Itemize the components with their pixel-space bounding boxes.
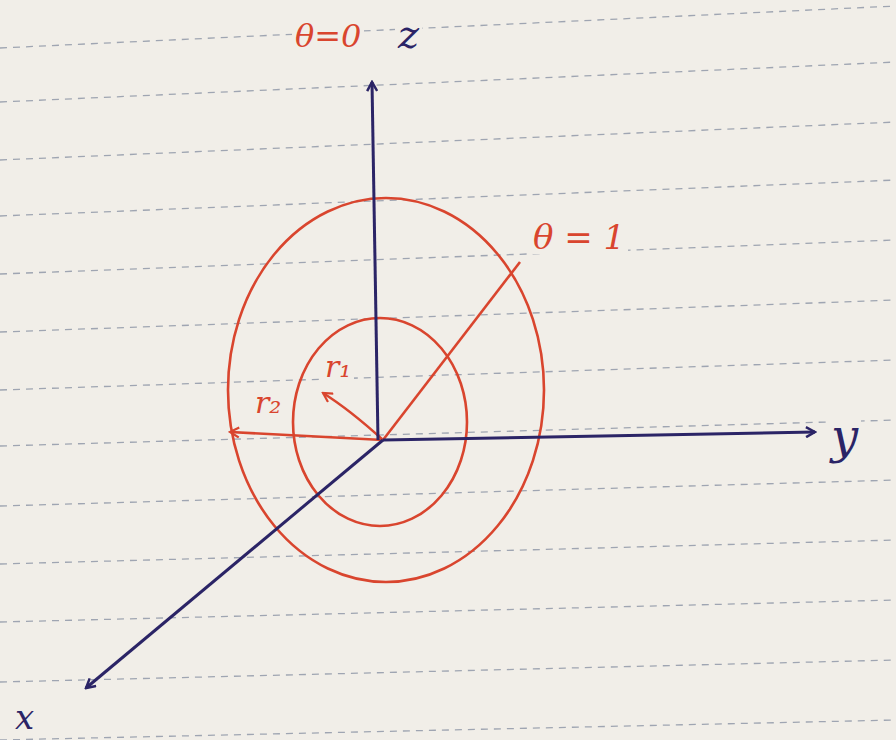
axis-label: y bbox=[828, 412, 861, 460]
spheres bbox=[228, 198, 544, 582]
angle-label: θ = 1 bbox=[530, 220, 628, 254]
axes bbox=[86, 82, 815, 688]
axis-label: z bbox=[395, 14, 422, 54]
paper-rules bbox=[0, 6, 896, 740]
radius-label: r₂ bbox=[252, 388, 284, 418]
angle-label: θ=0 bbox=[292, 20, 364, 52]
radius-label: r₁ bbox=[322, 352, 354, 382]
axis-label: x bbox=[12, 700, 37, 734]
